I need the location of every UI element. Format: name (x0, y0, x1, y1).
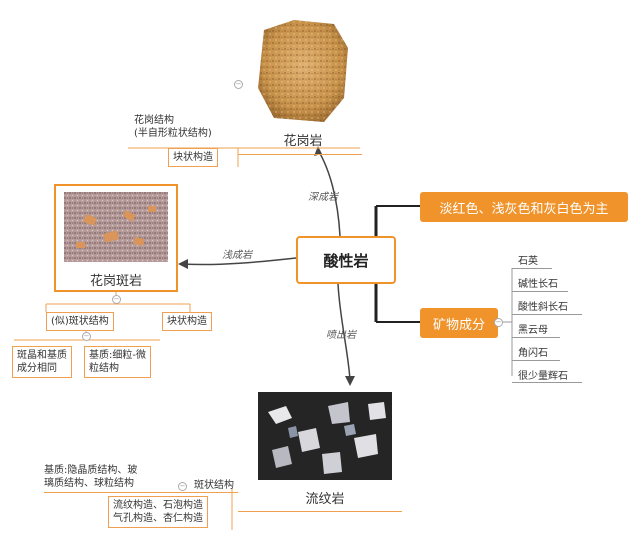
rhyolite-name: 流纹岩 (305, 492, 345, 507)
mineral-underline (512, 382, 582, 383)
rhyolite-matrix-underline (44, 492, 238, 493)
mineral-item: 很少量辉石 (518, 371, 568, 382)
color-node[interactable]: 淡红色、浅灰色和灰白色为主 (420, 192, 628, 222)
rhyolite-texture: 斑状结构 (194, 480, 234, 491)
rhyolite-matrix: 基质:隐晶质结构、玻 璃质结构、球粒结构 (44, 465, 138, 489)
mineral-item: 碱性长石 (518, 279, 558, 290)
porphyry-frame (54, 184, 178, 292)
granite-structure: 花岗结构 (半自形粒状结构) (134, 115, 212, 139)
rhyolite-image (258, 392, 392, 480)
mineral-underline (512, 337, 560, 338)
granite-construction: 块状构造 (168, 148, 218, 167)
porphyry-sub1: 斑晶和基质 成分相同 (12, 346, 72, 378)
granite-underline (238, 154, 362, 155)
porphyry-sub-collapse-icon[interactable]: − (82, 332, 91, 341)
minerals-collapse-icon[interactable]: − (494, 318, 503, 327)
porphyry-name: 花岗斑岩 (89, 274, 142, 289)
minerals-node[interactable]: 矿物成分 (420, 308, 498, 338)
mineral-underline (512, 314, 582, 315)
porphyry-construction: 块状构造 (162, 312, 212, 331)
porphyry-collapse-icon[interactable]: − (112, 295, 121, 304)
granite-name: 花岗岩 (283, 134, 323, 149)
edge-label-deep: 深成岩 (308, 192, 338, 203)
mineral-underline (512, 291, 568, 292)
rhyolite-underline (238, 511, 402, 512)
mineral-item: 黑云母 (518, 325, 548, 336)
mineral-underline (512, 360, 560, 361)
edge-label-shallow: 浅成岩 (222, 250, 252, 261)
mineral-item: 石英 (518, 256, 538, 267)
rhyolite-construction: 流纹构造、石泡构造 气孔构造、杏仁构造 (108, 496, 208, 528)
mineral-item: 角闪石 (518, 348, 548, 359)
edge-label-extrusive: 喷出岩 (326, 330, 356, 341)
porphyry-structure: (似)斑状结构 (46, 312, 114, 331)
mineral-underline (512, 268, 552, 269)
granite-image (254, 18, 350, 126)
porphyry-image (64, 192, 168, 262)
porphyry-sub2: 基质:细粒-微 粒结构 (84, 346, 151, 378)
mineral-item: 酸性斜长石 (518, 302, 568, 313)
rhyolite-collapse-icon[interactable]: − (178, 482, 187, 491)
granite-collapse-icon[interactable]: − (234, 80, 243, 89)
center-node[interactable]: 酸性岩 (296, 236, 396, 284)
